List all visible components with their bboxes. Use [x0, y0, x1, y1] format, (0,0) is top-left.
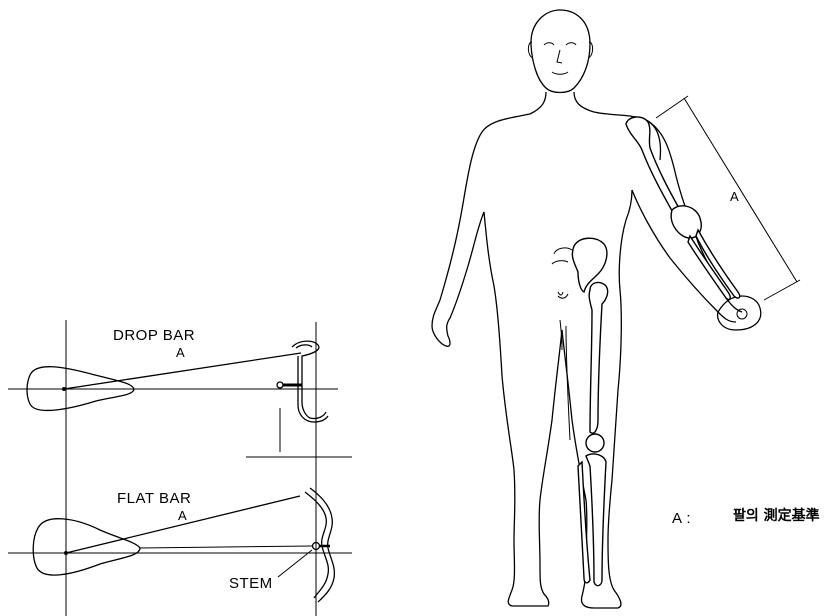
- drop-bar-stem-clamp: [277, 382, 283, 388]
- humerus-bone: [626, 117, 682, 219]
- drop-bar-diagram: DROP BAR A: [8, 327, 352, 457]
- head-outline: [531, 10, 590, 93]
- dimension-tick-bottom: [764, 280, 800, 300]
- stem-label: STEM: [229, 575, 273, 592]
- drop-bar-label: DROP BAR: [113, 327, 195, 344]
- flat-bar-diagram: FLAT BAR A STEM: [8, 488, 352, 602]
- left-eye: [544, 43, 554, 45]
- reach-diagrams: DROP BAR A FLAT BAR A STEM: [8, 320, 352, 616]
- radius-bone: [688, 236, 730, 300]
- wrist-joint: [737, 309, 747, 319]
- arm-length-dimension: A: [656, 96, 800, 300]
- femur-bone: [589, 283, 607, 434]
- flat-bar-reach-line-lower: [140, 546, 312, 548]
- body-outline-left: [432, 92, 562, 606]
- fibula-bone: [578, 462, 590, 583]
- mouth: [552, 72, 568, 74]
- flat-bar-reach-label: A: [178, 508, 187, 523]
- legend-key: A :: [672, 510, 691, 527]
- arm-length-label: A: [730, 189, 739, 204]
- knee-cap: [586, 434, 604, 452]
- body-outline-right: [562, 92, 660, 608]
- flat-bar-label: FLAT BAR: [117, 490, 191, 507]
- legend: A : 팔의 測定基準: [672, 507, 820, 527]
- stem-leader-line: [278, 550, 312, 577]
- flat-bar-saddle: [33, 519, 140, 575]
- hand: [718, 296, 761, 330]
- legend-text: 팔의 測定基準: [733, 507, 820, 524]
- pelvis-left-wing: [552, 248, 572, 264]
- nose: [557, 50, 562, 63]
- right-eye: [566, 43, 576, 45]
- navel: [558, 292, 563, 295]
- drop-bar-reach-label: A: [176, 345, 185, 360]
- dimension-tick-top: [656, 96, 688, 118]
- drop-bar-handlebar: [292, 341, 326, 418]
